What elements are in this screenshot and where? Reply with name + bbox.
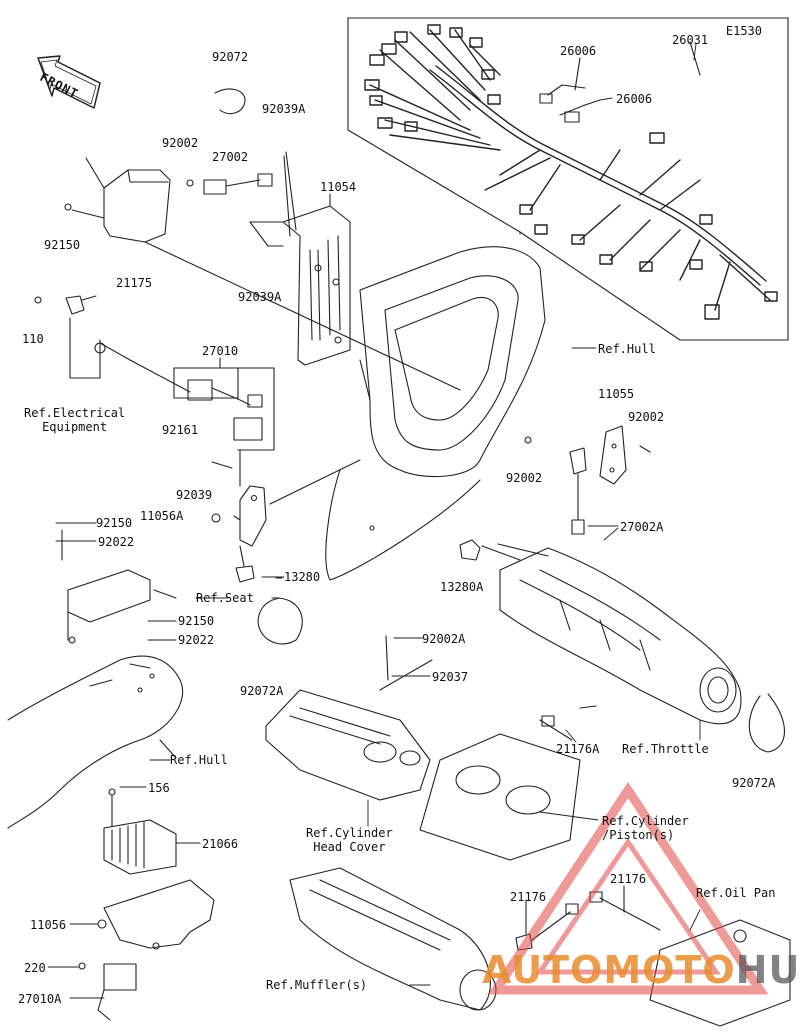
part-label-92039a[interactable]: 92039A [238, 290, 282, 304]
regulator-icon [103, 788, 177, 875]
ecu-icon [64, 157, 461, 391]
part-label-11054[interactable]: 11054 [320, 180, 357, 194]
part-label-92072[interactable]: 92072 [212, 50, 249, 64]
part-label-13280[interactable]: 13280 [284, 570, 321, 584]
bracket-11056-icon [97, 879, 215, 950]
part-label-21176[interactable]: 21176 [510, 890, 547, 904]
mounting-bracket-icon [249, 155, 351, 366]
sensor-110-icon [34, 295, 191, 393]
part-label-13280a[interactable]: 13280A [440, 580, 484, 594]
part-label-11056[interactable]: 11056 [30, 918, 67, 932]
ref-label-throttle: Ref.Throttle [622, 742, 709, 756]
part-label-21175[interactable]: 21175 [116, 276, 153, 290]
part-label-92072a[interactable]: 92072A [732, 776, 776, 790]
band-92072a-left-icon [257, 597, 303, 645]
part-label-92002[interactable]: 92002 [628, 410, 665, 424]
cylinder-block-icon [419, 705, 597, 861]
band-clip-icon [214, 88, 246, 115]
sensor-21176-icon [515, 885, 661, 951]
part-label-26006[interactable]: 26006 [560, 44, 597, 58]
part-label-92002a[interactable]: 92002A [422, 632, 466, 646]
ref-label-hull: Ref.Hull [598, 342, 656, 356]
main-harness-icon [364, 24, 778, 320]
bracket-11056a-icon [211, 449, 361, 583]
part-label-92161[interactable]: 92161 [162, 423, 199, 437]
ref-label-muffler: Ref.Muffler(s) [266, 978, 368, 992]
bracket-11055-icon [524, 425, 651, 535]
seat-panel-icon [61, 529, 177, 644]
band-92072a-right-icon [748, 693, 786, 753]
part-label-92002[interactable]: 92002 [162, 136, 199, 150]
part-label-156[interactable]: 156 [148, 781, 170, 795]
relay-27010a-icon [78, 962, 137, 1021]
sub-harness-icon [539, 41, 701, 123]
part-label-92022[interactable]: 92022 [178, 633, 215, 647]
relay-icon [187, 379, 263, 441]
part-label-220[interactable]: 220 [24, 961, 46, 975]
leader-lines [47, 43, 701, 999]
cylinder-head-cover-icon [265, 635, 433, 801]
part-label-27002[interactable]: 27002 [212, 150, 249, 164]
ref-label-oil-pan: Ref.Oil Pan [696, 886, 776, 900]
part-label-92150[interactable]: 92150 [96, 516, 133, 530]
part-label-26031[interactable]: 26031 [672, 33, 709, 47]
part-label-27010a[interactable]: 27010A [18, 992, 62, 1006]
part-label-92039a[interactable]: 92039A [262, 102, 306, 116]
watermark-part1: AUTOMOTO [482, 948, 736, 992]
part-label-92039[interactable]: 92039 [176, 488, 213, 502]
part-label-21066[interactable]: 21066 [202, 837, 239, 851]
clip-13280a-icon [459, 539, 481, 561]
part-label-92150[interactable]: 92150 [44, 238, 81, 252]
part-label-21176[interactable]: 21176 [610, 872, 647, 886]
connector-27002-icon [186, 151, 297, 231]
hull-bottom-icon [7, 655, 184, 829]
part-label-92037[interactable]: 92037 [432, 670, 469, 684]
watermark-part2: HUB [735, 948, 800, 992]
part-label-11055[interactable]: 11055 [598, 387, 635, 401]
harness-box [347, 17, 789, 341]
part-label-21176a[interactable]: 21176A [556, 742, 600, 756]
ref-label-seat: Ref.Seat [196, 591, 254, 605]
part-label-27010[interactable]: 27010 [202, 344, 239, 358]
hull-hatch-icon [325, 246, 546, 581]
watermark-logo [487, 781, 769, 995]
relay-box [173, 357, 275, 451]
ref-label-cylinder-piston: Ref.Cylinder /Piston(s) [602, 814, 689, 842]
part-label-11056a[interactable]: 11056A [140, 509, 184, 523]
part-label-27002a[interactable]: 27002A [620, 520, 664, 534]
throttle-body-icon [499, 547, 742, 725]
diagram-code: E1530 [725, 24, 762, 38]
part-label-92022[interactable]: 92022 [98, 535, 135, 549]
ref-label-cylinder-head-cover: Ref.Cylinder Head Cover [306, 826, 393, 854]
part-label-92150[interactable]: 92150 [178, 614, 215, 628]
oil-pan-icon [649, 919, 791, 1027]
part-label-110[interactable]: 110 [22, 332, 44, 346]
front-arrow-icon [37, 55, 101, 109]
watermark-text: AUTOMOTOHUB [482, 948, 800, 992]
ref-label-electrical-equipment: Ref.Electrical Equipment [24, 406, 126, 434]
part-label-92002[interactable]: 92002 [506, 471, 543, 485]
part-label-92072a[interactable]: 92072A [240, 684, 284, 698]
part-label-26006[interactable]: 26006 [616, 92, 653, 106]
ref-label-hull: Ref.Hull [170, 753, 228, 767]
